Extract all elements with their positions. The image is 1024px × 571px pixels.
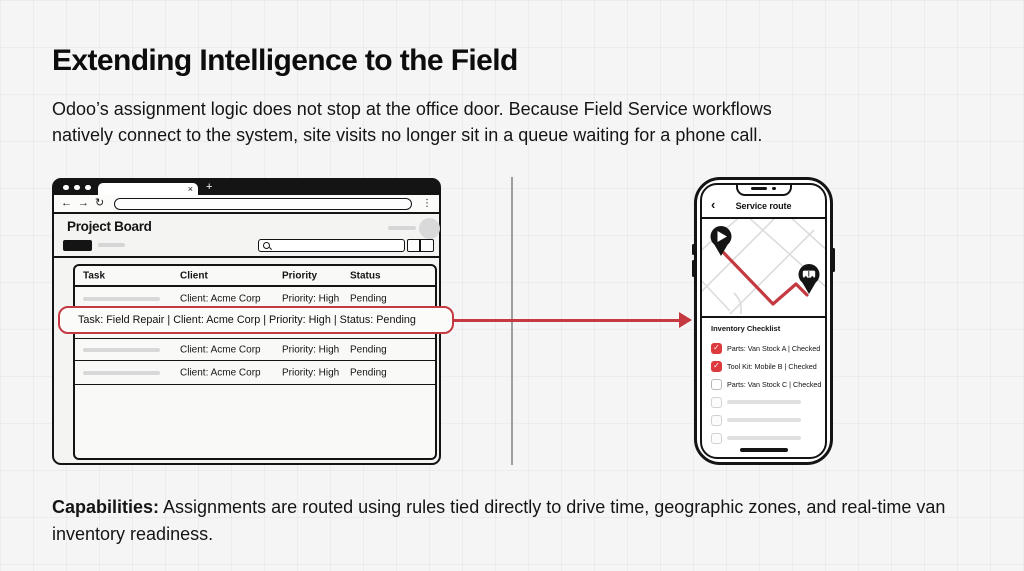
client-cell: Client: Acme Corp: [180, 344, 261, 355]
checkbox-checked-icon[interactable]: ✓: [711, 342, 722, 354]
speaker-icon: [751, 187, 768, 190]
phone-app-header: ‹ Service route: [702, 185, 825, 219]
window-dot-icon[interactable]: [74, 184, 80, 190]
view-toggle-button-2[interactable]: [419, 239, 434, 252]
status-cell: Pending: [350, 293, 387, 304]
column-header-priority: Priority: [282, 270, 318, 281]
priority-cell: Priority: High: [282, 344, 340, 355]
priority-cell: Priority: High: [282, 367, 340, 378]
label-placeholder: [727, 436, 801, 440]
reload-icon[interactable]: ↻: [95, 197, 105, 209]
user-meta-placeholder: [388, 226, 416, 230]
start-pin-icon[interactable]: [710, 226, 732, 256]
label-placeholder: [727, 400, 801, 404]
checklist-item[interactable]: ✓ Tool Kit: Mobile B | Checked: [711, 357, 817, 375]
status-cell: Pending: [350, 344, 387, 355]
back-icon[interactable]: ←: [61, 197, 72, 209]
view-toggle-button-1[interactable]: [407, 239, 420, 252]
search-icon: [263, 242, 270, 249]
checklist-item-empty[interactable]: [711, 393, 816, 411]
camera-icon: [772, 186, 776, 191]
checklist-item-empty[interactable]: [711, 429, 816, 447]
phone-mockup: ‹ Service route: [692, 177, 835, 465]
intro-line-1: Odoo’s assignment logic does not stop at…: [52, 99, 772, 119]
van-pin-icon[interactable]: [798, 264, 820, 294]
table-header-row: Task Client Priority Status: [75, 266, 435, 287]
forward-icon[interactable]: →: [78, 197, 89, 209]
volume-button[interactable]: [692, 244, 695, 255]
checklist-item-label: Parts: Van Stock A | Checked: [727, 343, 821, 353]
route-path: [719, 248, 809, 306]
routing-arrow-line: [454, 319, 681, 322]
checkbox-checked-icon[interactable]: ✓: [711, 360, 722, 372]
checklist-title: Inventory Checklist: [711, 324, 781, 333]
status-cell: Pending: [350, 367, 387, 378]
browser-tab[interactable]: ×: [98, 182, 198, 195]
browser-navbar: ← → ↻ ⋮: [54, 195, 439, 214]
volume-button[interactable]: [692, 260, 695, 277]
priority-cell: Priority: High: [282, 293, 340, 304]
browser-window: × + ← → ↻ ⋮ Project Board Task Client P: [52, 178, 441, 465]
power-button[interactable]: [832, 248, 835, 272]
capabilities-paragraph: Capabilities: Assignments are routed usi…: [52, 494, 972, 548]
checkbox-unchecked-icon[interactable]: [711, 396, 722, 408]
client-cell: Client: Acme Corp: [180, 367, 261, 378]
checklist-item-empty[interactable]: [711, 411, 816, 429]
highlighted-task-text: Task: Field Repair | Client: Acme Corp |…: [78, 314, 416, 326]
routing-arrow-head-icon: [679, 312, 692, 329]
window-dot-icon[interactable]: [63, 184, 69, 190]
primary-action-button[interactable]: [63, 240, 92, 251]
checkbox-unchecked-icon[interactable]: [711, 432, 722, 444]
phone-notch: [735, 185, 792, 196]
highlighted-task-row[interactable]: Task: Field Repair | Client: Acme Corp |…: [58, 306, 454, 334]
checklist-item-label: Tool Kit: Mobile B | Checked: [727, 361, 817, 371]
menu-icon[interactable]: ⋮: [422, 198, 432, 209]
app-header: Project Board: [54, 214, 440, 258]
capabilities-text: Assignments are routed using rules tied …: [52, 497, 946, 544]
intro-paragraph: Odoo’s assignment logic does not stop at…: [52, 97, 772, 148]
browser-titlebar: × +: [54, 180, 439, 195]
table-row[interactable]: Client: Acme Corp Priority: High Pending: [75, 361, 435, 385]
task-placeholder: [83, 370, 160, 375]
url-bar[interactable]: [114, 197, 412, 210]
checkbox-unchecked-icon[interactable]: [711, 378, 722, 390]
intro-line-2: natively connect to the system, site vis…: [52, 124, 763, 145]
task-placeholder: [83, 347, 160, 352]
label-placeholder: [727, 418, 801, 422]
checklist-item[interactable]: Parts: Van Stock C | Checked: [711, 375, 821, 393]
column-header-status: Status: [350, 270, 381, 281]
checkbox-unchecked-icon[interactable]: [711, 414, 722, 426]
checklist-item[interactable]: ✓ Parts: Van Stock A | Checked: [711, 339, 820, 357]
app-title: Project Board: [67, 219, 152, 234]
avatar[interactable]: [419, 218, 440, 239]
task-placeholder: [83, 296, 160, 301]
client-cell: Client: Acme Corp: [180, 293, 261, 304]
map-roads: [702, 219, 825, 314]
route-map[interactable]: [702, 219, 825, 318]
filter-placeholder: [98, 243, 125, 247]
search-input[interactable]: [258, 239, 405, 252]
capabilities-label: Capabilities:: [52, 497, 160, 517]
phone-screen: ‹ Service route: [700, 183, 827, 459]
task-table: Task Client Priority Status Client: Acme…: [73, 264, 437, 460]
checklist-item-label: Parts: Van Stock C | Checked: [727, 379, 822, 389]
inventory-checklist: Inventory Checklist ✓ Parts: Van Stock A…: [702, 318, 825, 447]
column-header-task: Task: [83, 270, 106, 281]
window-dot-icon[interactable]: [85, 184, 91, 190]
window-control-dots[interactable]: [63, 184, 91, 190]
table-row-highlighted-slot[interactable]: [75, 311, 435, 339]
home-indicator[interactable]: [739, 448, 788, 452]
new-tab-icon[interactable]: +: [206, 181, 213, 193]
table-row[interactable]: Client: Acme Corp Priority: High Pending: [75, 339, 435, 361]
tab-close-icon[interactable]: ×: [187, 183, 193, 194]
page-title: Extending Intelligence to the Field: [52, 44, 518, 77]
back-chevron-icon[interactable]: ‹: [711, 197, 716, 212]
phone-screen-title: Service route: [735, 201, 792, 211]
column-header-client: Client: [180, 270, 208, 281]
